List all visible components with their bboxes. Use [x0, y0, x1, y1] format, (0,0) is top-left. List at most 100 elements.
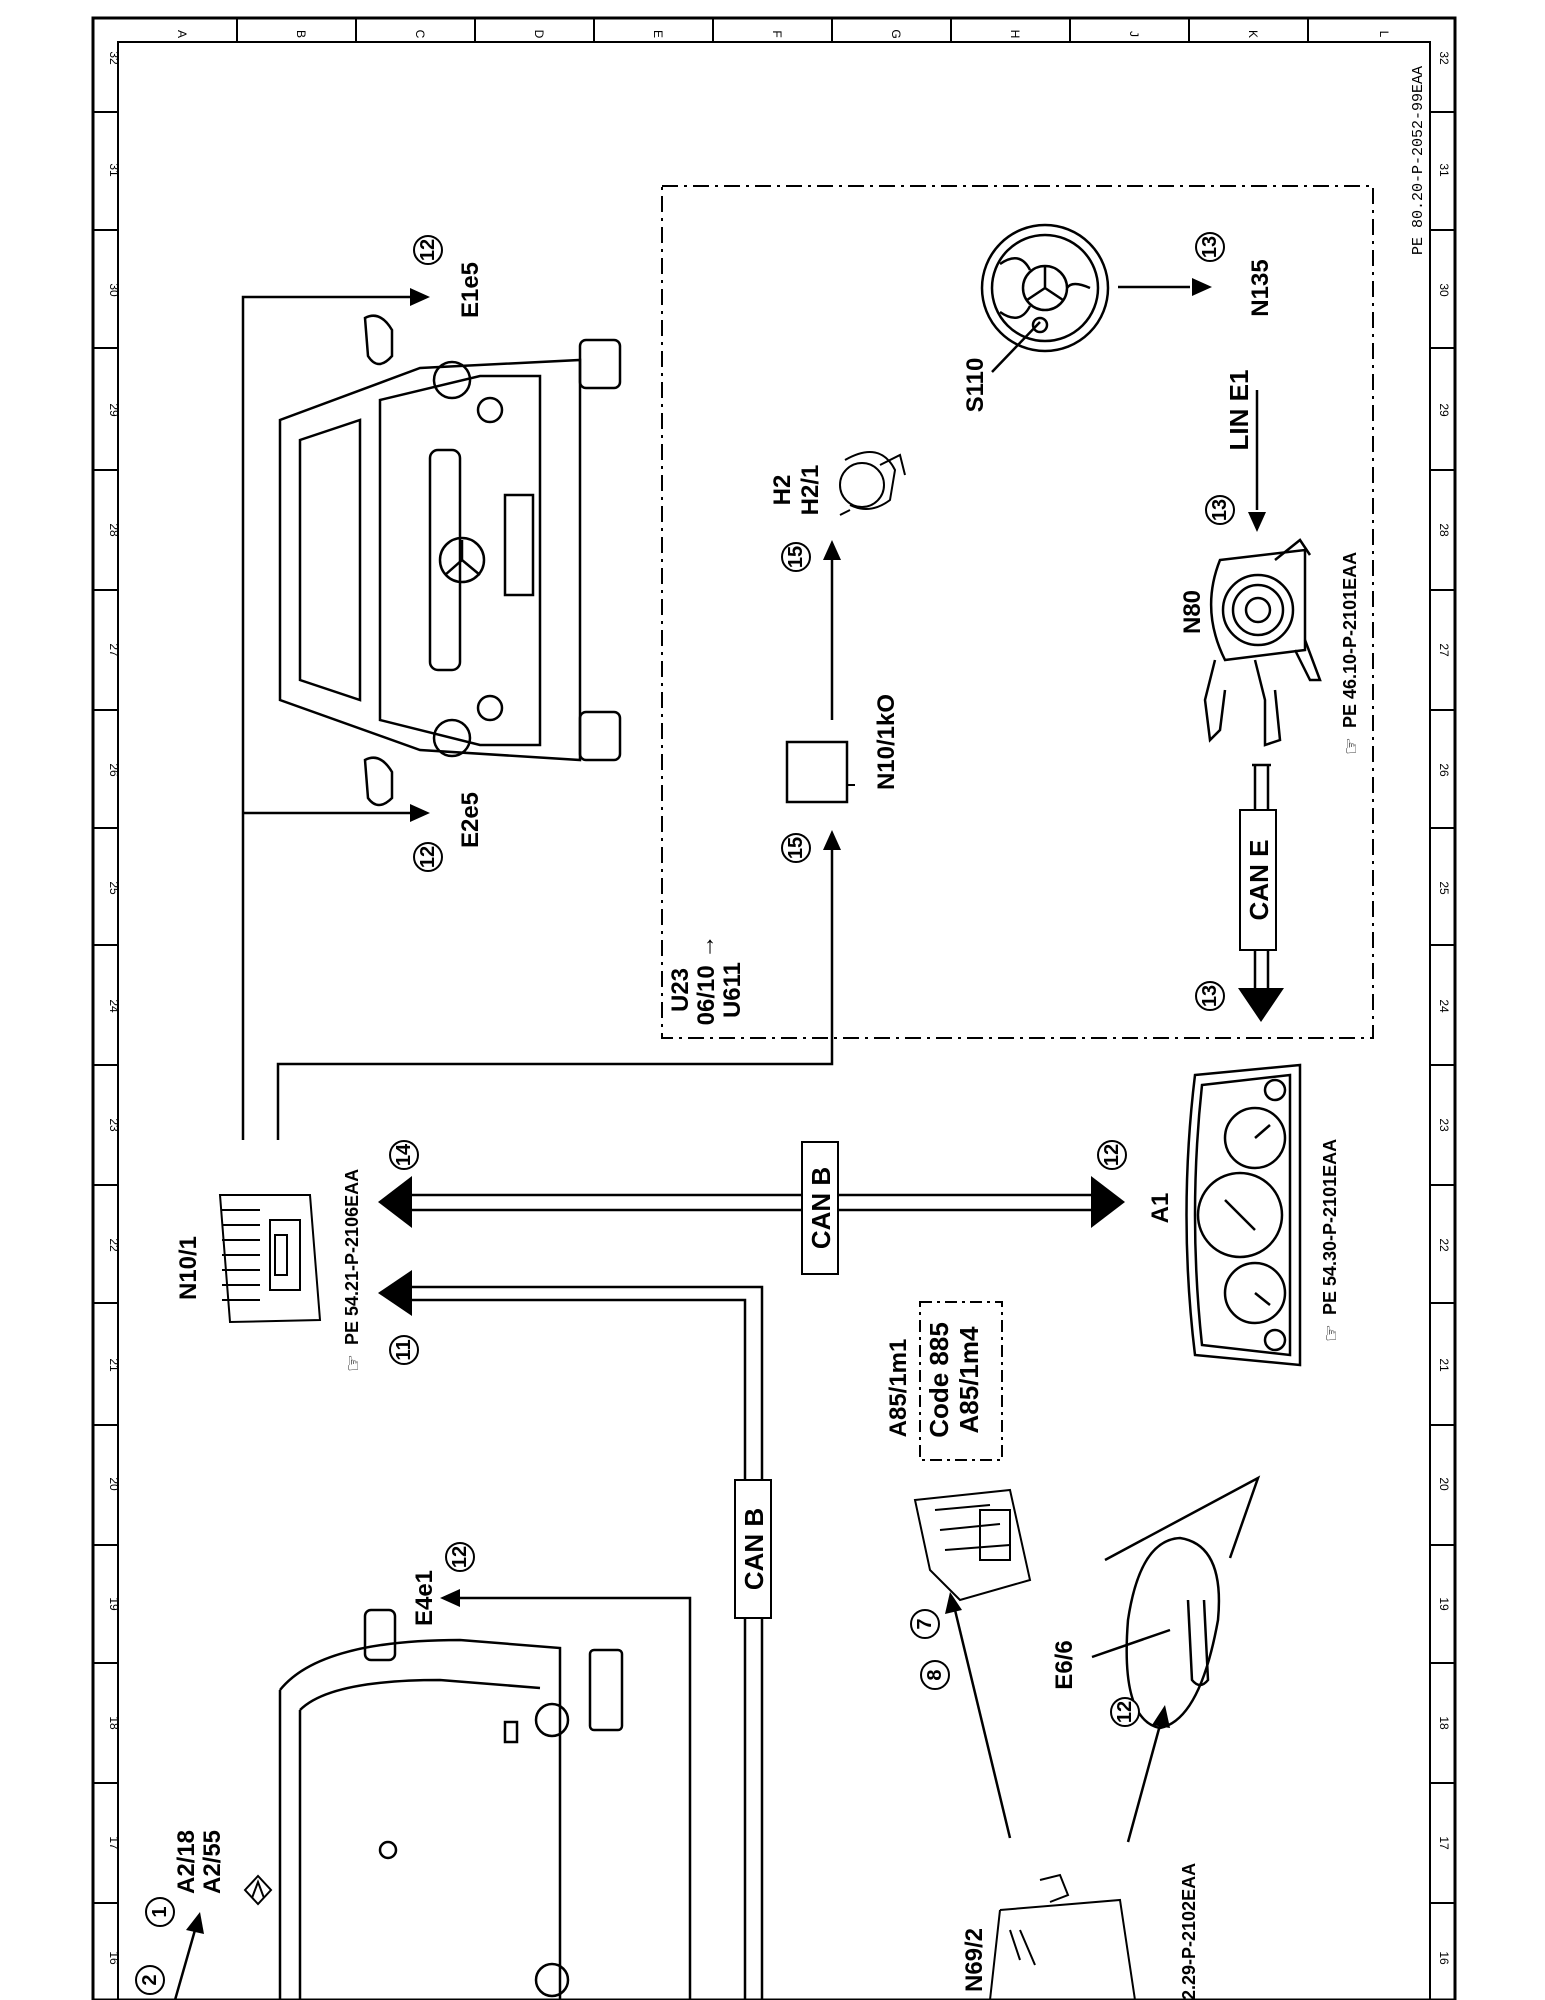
can-b-label-top: CAN B [801, 1141, 839, 1275]
can-b-bus-lower [400, 1285, 764, 2000]
row-label-right-26: 26 [1437, 763, 1451, 777]
ref-a1-pointer-icon: ☞ [1321, 1324, 1343, 1342]
row-label-16: 16 [107, 1951, 121, 1965]
row-label-right-29: 29 [1437, 403, 1451, 417]
label-u23-date: 06/10 → [693, 935, 720, 1026]
row-label-right-16: 16 [1437, 1951, 1451, 1965]
svg-text:8: 8 [924, 1669, 946, 1680]
row-label-right-28: 28 [1437, 523, 1451, 537]
col-label-k: K [1246, 30, 1260, 38]
wires [173, 285, 1259, 2000]
svg-text:12: 12 [1101, 1144, 1123, 1166]
row-label-26: 26 [107, 763, 121, 777]
callout-11-n10: 11 [389, 1335, 419, 1365]
row-label-right-19: 19 [1437, 1597, 1451, 1611]
horn-icon [839, 451, 906, 516]
label-n135: N135 [1247, 259, 1274, 316]
row-label-right-20: 20 [1437, 1477, 1451, 1491]
can-b-bus-upper [405, 1193, 1100, 1212]
can-e-label-text: CAN E [1244, 840, 1274, 921]
steering-column-module-icon [1203, 538, 1322, 747]
svg-text:2: 2 [139, 1974, 161, 1985]
can-b-label-top-text: CAN B [806, 1167, 836, 1249]
callout-15-horn: 15 [781, 542, 811, 572]
callout-12-a1: 12 [1097, 1140, 1127, 1170]
col-label-h: H [1008, 30, 1022, 39]
mirror-icon [1104, 1475, 1261, 1730]
row-label-21: 21 [107, 1358, 121, 1372]
ref-n10-pointer-icon: ☞ [343, 1354, 365, 1372]
row-label-28: 28 [107, 523, 121, 537]
ref-a1: ☞ PE 54.30-P-2101EAA [1320, 1139, 1343, 1342]
row-label-20: 20 [107, 1477, 121, 1491]
row-label-right-27: 27 [1437, 643, 1451, 657]
label-e6-6: E6/6 [1051, 1640, 1078, 1689]
ref-n10: ☞ PE 54.21-P-2106EAA [342, 1169, 365, 1372]
relay-icon [785, 740, 849, 804]
callout-12-e4e1: 12 [445, 1542, 475, 1572]
callouts: 12 12 15 15 13 13 13 14 11 12 12 7 8 12 … [135, 232, 1235, 1995]
col-label-f: F [770, 30, 784, 37]
svg-text:15: 15 [785, 837, 807, 859]
ref-n80-text: PE 46.10-P-2101EAA [1340, 552, 1360, 728]
row-label-right-21: 21 [1437, 1358, 1451, 1372]
row-label-17: 17 [107, 1836, 121, 1850]
svg-text:13: 13 [1199, 985, 1221, 1007]
svg-text:7: 7 [914, 1618, 936, 1629]
row-label-19: 19 [107, 1597, 121, 1611]
row-label-27: 27 [107, 643, 121, 657]
svg-text:12: 12 [449, 1546, 471, 1568]
label-u23: U23 [667, 968, 694, 1012]
row-label-29: 29 [107, 403, 121, 417]
label-a2-18: A2/18 [173, 1830, 200, 1894]
label-a85-1m4: A85/1m4 [954, 1326, 984, 1433]
col-label-d: D [532, 30, 546, 39]
arrowheads [186, 278, 1284, 1934]
row-label-right-31: 31 [1437, 163, 1451, 177]
outer-frame [91, 16, 1457, 2000]
svg-text:13: 13 [1209, 499, 1231, 521]
row-label-right-23: 23 [1437, 1118, 1451, 1132]
col-label-l: L [1377, 31, 1391, 38]
svg-text:13: 13 [1199, 236, 1221, 258]
row-label-22: 22 [107, 1238, 121, 1252]
callout-12-e6-6: 12 [1110, 1697, 1140, 1727]
label-n10-1k0: N10/1kO [873, 694, 900, 790]
svg-text:12: 12 [417, 239, 439, 261]
callout-13-n135: 13 [1195, 232, 1225, 262]
col-label-e: E [651, 30, 665, 38]
n69-2-module-icon [989, 1873, 1136, 2000]
callout-12-e2e5: 12 [413, 842, 443, 872]
row-label-right-25: 25 [1437, 881, 1451, 895]
ref-n80: ☞ PE 46.10-P-2101EAA [1340, 552, 1363, 755]
col-label-a: A [175, 30, 189, 38]
row-label-30: 30 [107, 283, 121, 297]
code-885-box [919, 1301, 1003, 1461]
callout-13-n80: 13 [1205, 495, 1235, 525]
col-label-j: J [1127, 31, 1141, 37]
callout-1-a2: 1 [145, 1897, 175, 1927]
row-label-25: 25 [107, 881, 121, 895]
label-a85-1m1: A85/1m1 [885, 1339, 912, 1438]
label-h2-1: H2/1 [797, 465, 824, 516]
col-label-c: C [413, 30, 427, 39]
callout-2-a2: 2 [135, 1965, 165, 1995]
label-h2: H2 [769, 475, 796, 506]
row-label-32: 32 [107, 51, 121, 65]
row-label-right-24: 24 [1437, 999, 1451, 1013]
label-n10-1: N10/1 [175, 1236, 202, 1300]
callout-14-n10: 14 [389, 1140, 419, 1170]
row-label-right-22: 22 [1437, 1238, 1451, 1252]
svg-text:11: 11 [393, 1339, 415, 1360]
label-n80: N80 [1179, 590, 1206, 634]
label-n69-2: N69/2 [961, 1928, 988, 1992]
car-front-view-icon [278, 314, 622, 807]
callout-7-a85: 7 [910, 1609, 940, 1639]
svg-text:12: 12 [417, 846, 439, 868]
row-label-right-32: 32 [1437, 51, 1451, 65]
callout-13-can-e: 13 [1195, 981, 1225, 1011]
label-a1: A1 [1147, 1193, 1174, 1224]
row-label-18: 18 [107, 1716, 121, 1730]
label-e4e1: E4e1 [411, 1570, 438, 1626]
